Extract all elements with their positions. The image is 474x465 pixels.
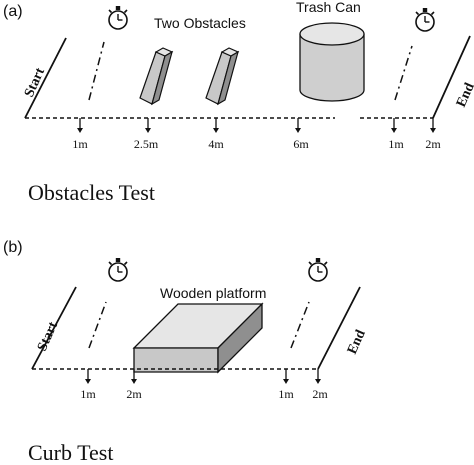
distance-label: 2m	[312, 387, 328, 401]
lane-marker	[88, 301, 107, 349]
panel-b: (b) Start Wooden platform End	[3, 239, 369, 465]
panel-a: (a) Start Two Obstacles Trash Can	[3, 0, 474, 205]
stopwatch-icon	[108, 257, 128, 282]
panel-a-caption: Obstacles Test	[28, 180, 155, 205]
distance-label: 2.5m	[134, 137, 159, 151]
panel-b-tag: (b)	[3, 239, 23, 256]
panel-a-tag: (a)	[3, 3, 23, 20]
lane-marker	[88, 41, 105, 101]
distance-arrows	[85, 369, 321, 384]
lane-marker	[290, 301, 310, 349]
end-label: End	[345, 328, 369, 357]
distance-label: 6m	[293, 137, 309, 151]
end-label: End	[454, 81, 474, 110]
distance-label: 1m	[278, 387, 294, 401]
distance-label: 2m	[425, 137, 441, 151]
end-line	[317, 286, 361, 370]
stopwatch-icon	[415, 7, 435, 32]
trash-can-label: Trash Can	[296, 0, 361, 15]
start-line	[31, 286, 77, 370]
end-line	[432, 35, 471, 119]
start-label: Start	[35, 320, 61, 354]
obstacles-label: Two Obstacles	[154, 15, 246, 31]
trash-can	[299, 22, 365, 102]
distance-label: 1m	[72, 137, 88, 151]
obstacle-block	[139, 47, 174, 106]
wooden-platform	[132, 302, 264, 374]
distance-label: 1m	[388, 137, 404, 151]
stopwatch-icon	[108, 5, 128, 30]
platform-label: Wooden platform	[160, 285, 266, 301]
start-line	[24, 37, 67, 119]
distance-label: 2m	[126, 387, 142, 401]
distance-label: 1m	[80, 387, 96, 401]
distance-arrows	[77, 118, 436, 133]
lane-marker	[394, 45, 413, 101]
distance-label: 4m	[208, 137, 224, 151]
obstacle-block	[205, 47, 240, 106]
panel-b-caption: Curb Test	[28, 440, 113, 465]
start-label: Start	[22, 66, 48, 100]
stopwatch-icon	[308, 257, 328, 282]
